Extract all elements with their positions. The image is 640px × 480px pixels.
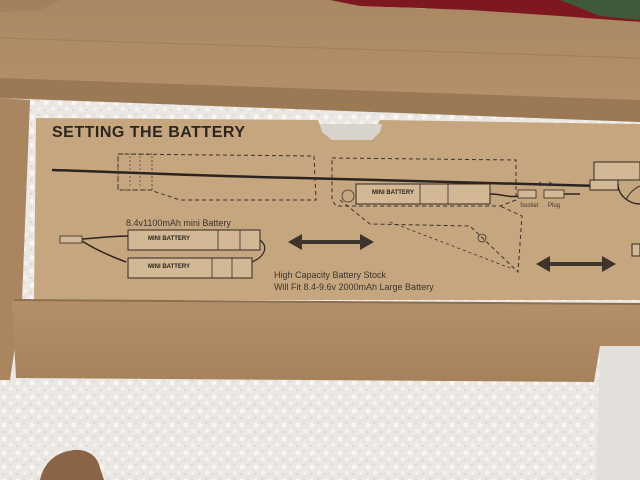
socket-connector [517,189,537,199]
stock-frame-outline [339,199,523,274]
battery-label-bottom: MINI BATTERY [148,264,190,270]
mini-battery-bottom [127,257,253,279]
stock-outline-left [117,153,317,201]
stock-battery-label: MINI BATTERY [372,190,414,196]
plug-label: Plug [548,203,561,209]
double-arrow-left [288,234,374,250]
stock-caption-line1: High Capacity Battery Stock [274,270,387,280]
socket-label: Socket [520,203,539,209]
battery-label-top: MINI BATTERY [148,236,190,242]
panel-title: SETTING THE BATTERY [52,124,246,141]
brown-object [40,449,104,480]
top-flap-edge [0,78,640,122]
wire-line [51,168,601,188]
double-arrow-right [536,256,616,272]
receiver-outline [331,157,517,207]
stock-caption-line2: Will Fit 8.4-9.6v 2000mAh Large Battery [274,282,434,292]
left-cardboard-side [0,98,30,380]
green-item [560,0,640,20]
plug-connector [543,189,565,199]
instruction-panel-bg [34,118,640,300]
mini-battery-caption: 8.4v1100mAh mini Battery [126,218,231,228]
mini-battery-plug [59,235,83,244]
lower-cardboard-flap [12,300,640,382]
